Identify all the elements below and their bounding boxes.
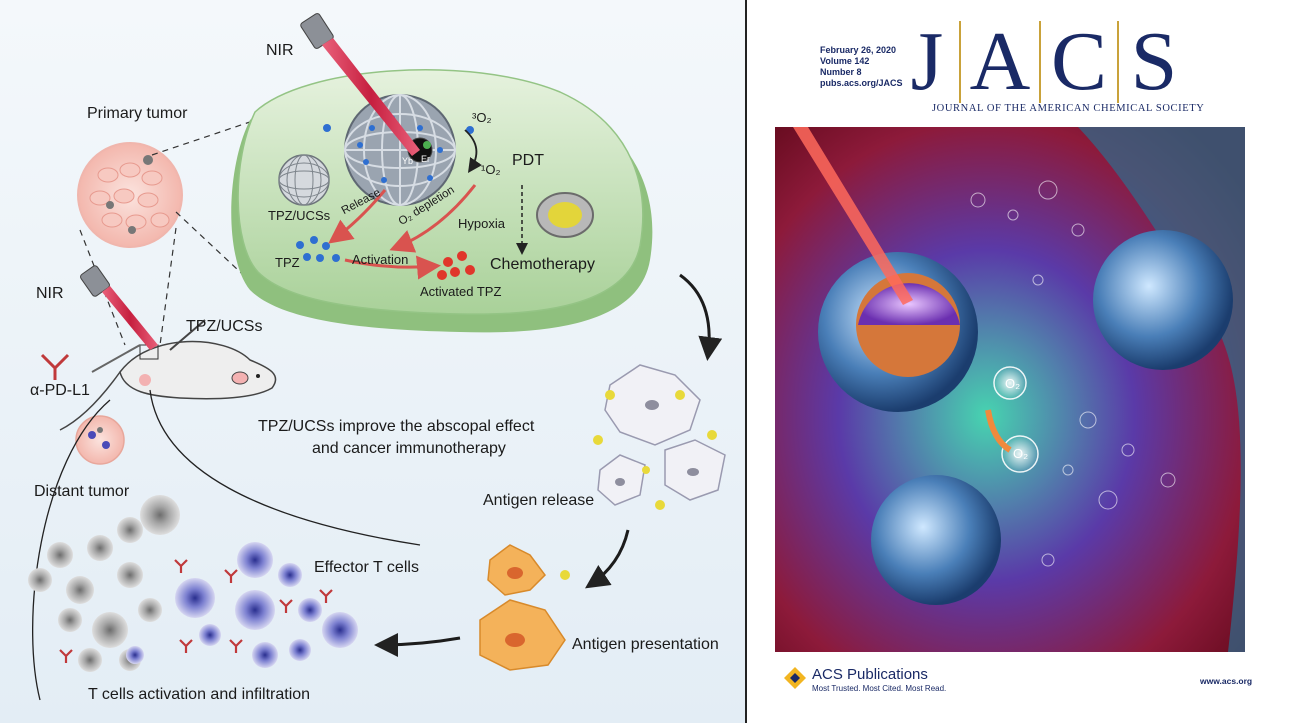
cover-nanoparticle-right	[1093, 230, 1233, 370]
cover-o2-label-2: O₂	[1013, 446, 1029, 461]
pdt-label: PDT	[512, 152, 544, 169]
cover-nanoparticle-main	[818, 252, 978, 412]
primary-tumor-label: Primary tumor	[87, 105, 188, 122]
logo-letter-a: A	[969, 15, 1031, 108]
distant-tumor-label: Distant tumor	[34, 483, 130, 500]
triplet-oxygen-label: ³O₂	[472, 110, 492, 125]
cover-date: February 26, 2020	[820, 45, 897, 55]
t-cells-cluster	[126, 542, 358, 668]
organelle-graphic	[536, 192, 594, 238]
journal-cover-art	[775, 127, 1245, 652]
schematic-illustration	[0, 0, 745, 723]
er-label: Er	[421, 154, 430, 164]
primary-tumor-graphic	[77, 142, 183, 248]
cover-o2-label-1: O₂	[1005, 376, 1021, 391]
cover-url: pubs.acs.org/JACS	[820, 78, 903, 88]
abscopal-text-line2: and cancer immunotherapy	[312, 440, 506, 457]
nir-laser-top	[300, 13, 420, 156]
activated-tpz-label: Activated TPZ	[420, 284, 502, 299]
nir-label-top: NIR	[266, 42, 294, 59]
acs-tagline: Most Trusted. Most Cited. Most Read.	[812, 684, 947, 693]
cancer-cells-cluster	[28, 495, 180, 672]
tpz-ucss-inner-label: TPZ/UCSs	[268, 208, 331, 223]
acs-website: www.acs.org	[1200, 676, 1253, 686]
jacs-logo: J A C S	[895, 18, 1215, 106]
acs-publications-name: ACS Publications	[812, 666, 928, 683]
logo-letter-j: J	[910, 15, 944, 108]
cover-number: Number 8	[820, 67, 862, 77]
activation-label: Activation	[352, 252, 409, 267]
singlet-oxygen-label: ¹O₂	[481, 162, 501, 177]
yb-label: Yb	[402, 156, 414, 166]
cover-nanoparticle-bottom	[871, 475, 1001, 605]
journal-name: JOURNAL OF THE AMERICAN CHEMICAL SOCIETY	[932, 103, 1205, 114]
ucs-nanoparticle-small	[278, 154, 330, 206]
chemotherapy-label: Chemotherapy	[490, 256, 595, 273]
ucs-nanoparticle-large	[344, 94, 456, 206]
nir-label-mouse: NIR	[36, 285, 64, 302]
panel-divider	[745, 0, 747, 723]
tumor-cell-graphic	[231, 69, 653, 333]
acs-logo-icon	[784, 667, 806, 689]
antigen-presentation-label: Antigen presentation	[572, 636, 719, 653]
cover-volume: Volume 142	[820, 56, 870, 66]
distant-tumor-graphic	[75, 415, 125, 465]
tpz-ucss-mouse-label: TPZ/UCSs	[186, 318, 263, 335]
hypoxia-label: Hypoxia	[458, 216, 505, 231]
tpz-label: TPZ	[275, 255, 300, 270]
cover-issue-info: February 26, 2020 Volume 142 Number 8 pu…	[820, 45, 903, 89]
antigen-release-label: Antigen release	[483, 492, 595, 509]
abscopal-text-line1: TPZ/UCSs improve the abscopal effect	[258, 418, 535, 435]
anti-pd-l1-label: α-PD-L1	[30, 382, 90, 399]
antibody-icon	[40, 353, 70, 380]
t-cells-activation-label: T cells activation and infiltration	[88, 686, 311, 703]
nir-laser-mouse	[80, 265, 158, 350]
logo-letter-s: S	[1130, 15, 1178, 108]
acs-publications-logo	[783, 666, 807, 690]
dendritic-cells	[479, 544, 566, 671]
effector-t-cells-label: Effector T cells	[314, 559, 419, 576]
mouse-graphic	[59, 319, 277, 431]
logo-letter-c: C	[1050, 15, 1108, 108]
cover-laser-beam	[793, 127, 913, 305]
